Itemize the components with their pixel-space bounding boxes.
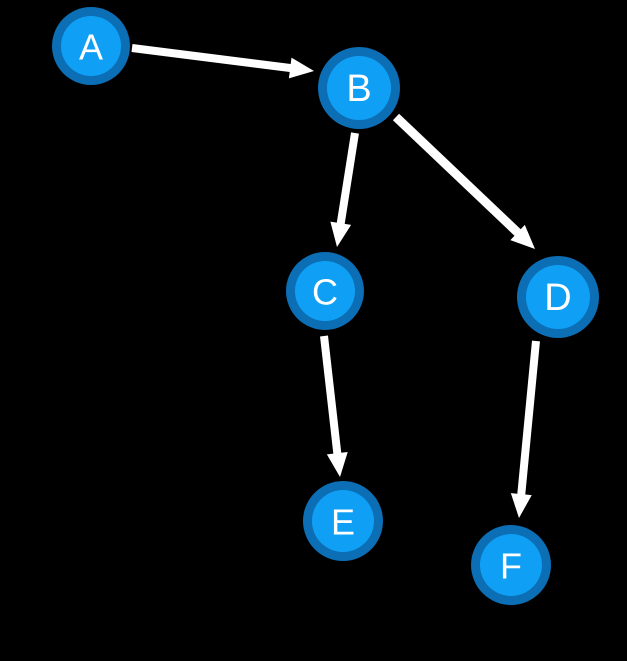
node-label: A: [79, 27, 103, 68]
nodes-layer: A B C D E F: [52, 7, 599, 605]
edge-shaft: [336, 132, 359, 226]
edge-b-c: [330, 132, 359, 247]
node-fill: [526, 265, 590, 329]
graph-node-c[interactable]: C: [286, 252, 364, 330]
node-fill: [61, 16, 121, 76]
edge-c-e: [320, 335, 348, 477]
node-fill: [295, 261, 355, 321]
arrowhead-icon: [510, 493, 532, 518]
arrowhead-icon: [326, 451, 348, 477]
edge-shaft: [131, 44, 293, 73]
graph-node-f[interactable]: F: [471, 525, 551, 605]
arrowhead-icon: [330, 221, 352, 247]
edge-shaft: [392, 113, 523, 238]
node-fill: [312, 490, 374, 552]
graph-node-e[interactable]: E: [303, 481, 383, 561]
node-label: D: [544, 277, 571, 319]
node-label: F: [500, 546, 522, 587]
edge-a-b: [131, 44, 314, 79]
graph-node-b[interactable]: B: [318, 47, 400, 129]
node-label: E: [331, 502, 355, 543]
node-label: C: [312, 272, 338, 313]
arrowhead-icon: [288, 57, 314, 79]
edges-layer: [131, 44, 540, 518]
node-fill: [327, 56, 391, 120]
arrowhead-icon: [510, 224, 535, 249]
edge-b-d: [392, 113, 535, 249]
graph-node-a[interactable]: A: [52, 7, 130, 85]
graph-node-d[interactable]: D: [517, 256, 599, 338]
edge-d-f: [510, 340, 540, 518]
node-fill: [480, 534, 542, 596]
edge-shaft: [320, 335, 342, 456]
node-label: B: [346, 68, 371, 110]
edge-shaft: [517, 340, 540, 497]
